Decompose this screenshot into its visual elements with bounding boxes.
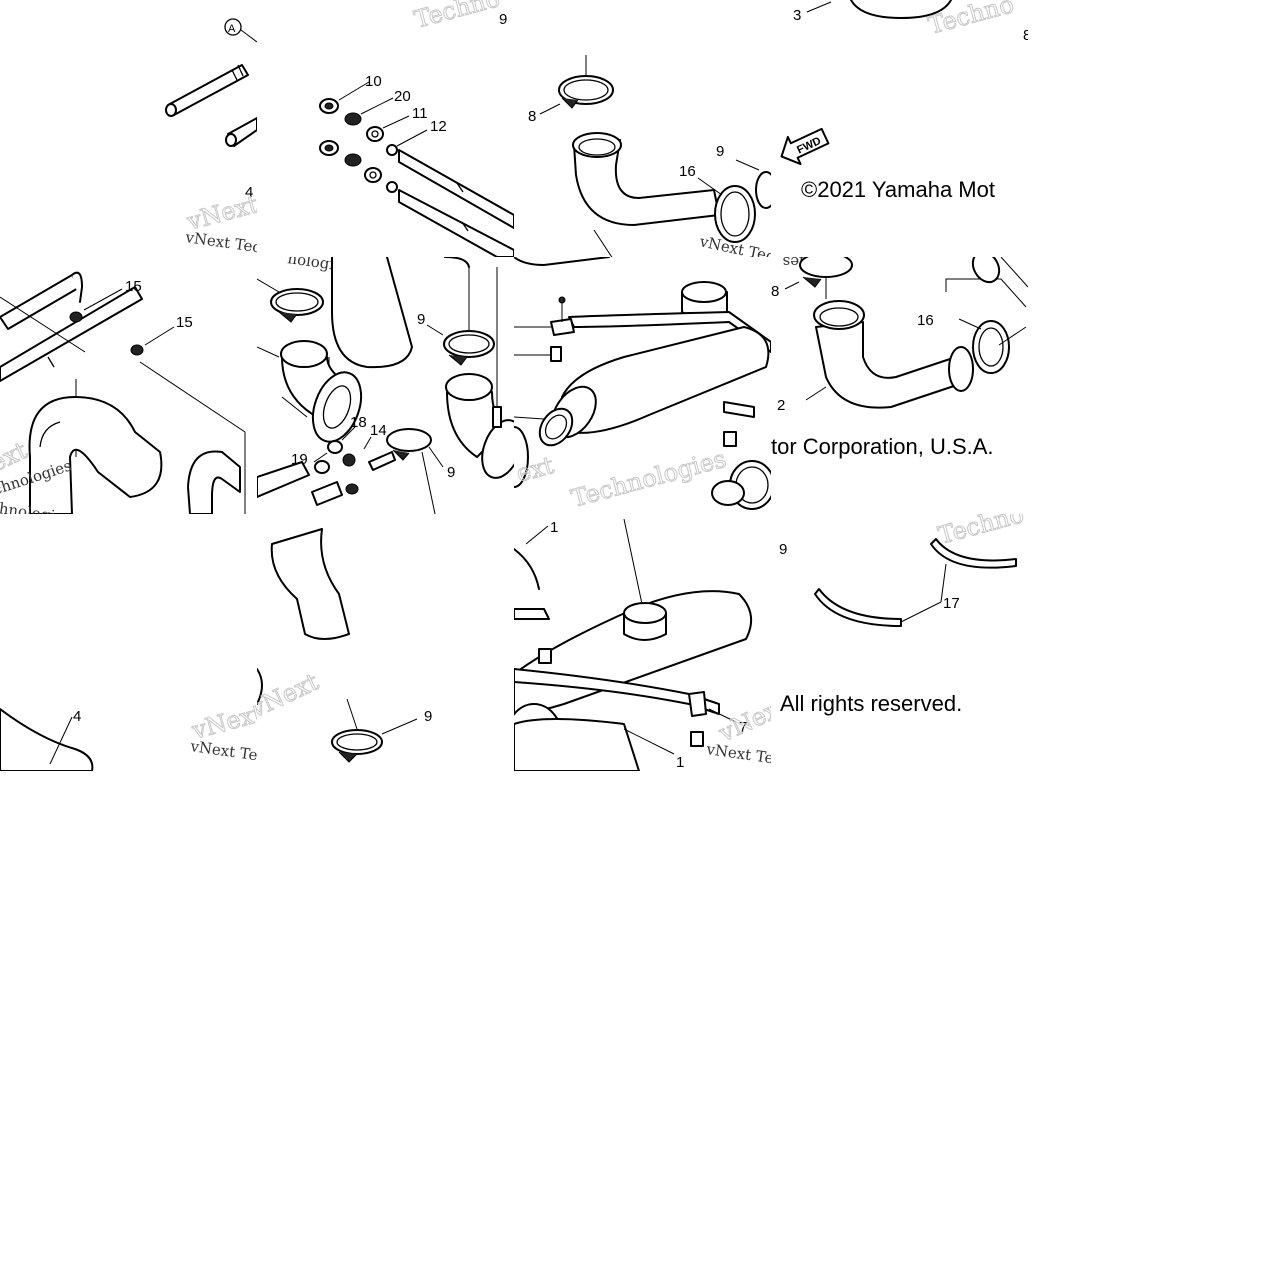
seal-16 (714, 185, 756, 243)
hose-clip-15a (69, 311, 83, 323)
clip-12 (386, 144, 398, 193)
callout-18: 18 (350, 414, 367, 431)
muffler-body (538, 326, 770, 447)
callout-7: 7 (739, 719, 747, 736)
heat-shield-17a (930, 538, 1017, 569)
watermark-techno: Techno (411, 0, 502, 34)
watermark-techno: Techno (935, 514, 1026, 550)
tile-muffler-lower: 1 7 1 vNext vNext Tec (514, 514, 771, 771)
callout-1: 1 (550, 519, 558, 536)
callout-20: 20 (394, 88, 411, 105)
hose-clamp-9-lower (386, 428, 432, 461)
watermark-technologies: Technologies (568, 445, 729, 513)
spring-18 (342, 453, 356, 467)
callout-3: 3 (793, 7, 801, 24)
watermark-vnext: vNext (257, 668, 323, 724)
callout-14: 14 (370, 422, 387, 439)
callout-17: 17 (943, 595, 960, 612)
joint-pipe-upper (572, 132, 720, 226)
callout-8: 8 (771, 283, 779, 300)
watermark-vnext: vNext (714, 692, 771, 748)
hose-clamp-9-bottom (331, 729, 383, 763)
callout-8: 8 (1023, 27, 1028, 44)
seal-upper-right (971, 257, 1001, 284)
seal-16-b (972, 320, 1010, 374)
callout-16: 16 (917, 312, 934, 329)
callout-4: 4 (73, 708, 81, 725)
hose-clamp-9-right (443, 330, 495, 366)
hose-clamp-9-left (270, 288, 324, 323)
copyright-line-3: All rights reserved. (780, 691, 963, 716)
watermark-vnext-tec: vNext Tec (188, 737, 257, 766)
callout-9: 9 (779, 541, 787, 558)
washer-20 (344, 112, 362, 167)
callout-15b: 15 (176, 314, 193, 331)
callout-9: 9 (447, 464, 455, 481)
callout-10: 10 (365, 73, 382, 90)
tile-joint-pipe-upper: 13 8 16 9 vNe (514, 0, 771, 257)
watermark-vnext-tec: vNext Tec (704, 740, 771, 769)
tile-fwd-copyright: Techno 3 8 6 7 5 FWD ©2021 Yamaha Mot (771, 0, 1028, 257)
small-hoses (398, 149, 514, 257)
fwd-arrow-icon: FWD (780, 127, 830, 166)
hose-bend-lower (270, 528, 350, 640)
tile-hose-bends-left: 15 15 ext chnologies chnologies (0, 257, 257, 514)
tile-fittings: Techno 9 10 20 (257, 0, 514, 257)
copyright-line-1: ©2021 Yamaha Mot (801, 177, 995, 202)
fitting-10 (319, 98, 339, 156)
hose-bend-large (28, 396, 163, 514)
callout-8: 8 (528, 108, 536, 125)
hose-clamp-8 (558, 75, 614, 109)
tile-muffler-bottom-left: 4 vNext vNext Tec (0, 514, 257, 771)
callout-9: 9 (417, 311, 425, 328)
mounting-band-upper (568, 311, 771, 353)
elbow-pipe-right (445, 373, 514, 479)
tile-bend-and-clamp: vNext 9 (257, 514, 514, 771)
washer-11 (364, 126, 384, 183)
tile-joint-pipe-2: nologies 8 16 2 (771, 257, 1028, 514)
ref-circle-a (224, 18, 242, 36)
callout-9: 9 (716, 143, 724, 160)
callout-11: 11 (412, 105, 428, 122)
callout-15a: 15 (125, 278, 142, 295)
tile-muffler-upper: ext Technologies (514, 257, 771, 514)
tile-hoses-left: A 4 vNext vNext Tec (0, 0, 257, 257)
callout-1: 1 (676, 754, 684, 771)
clamp-ring-lower (711, 460, 771, 510)
callout-9: 9 (499, 11, 507, 28)
elbow-pipe-left (280, 340, 363, 443)
hose-clip-15b (130, 344, 144, 356)
bolt-14 (368, 451, 396, 471)
breather-hose-lower (225, 117, 257, 147)
watermark-vnext-tec: vNext Tec (183, 228, 257, 257)
ref-label-a: A (228, 23, 236, 35)
tile-elbow-pipes: nologies (257, 257, 514, 514)
callout-12: 12 (430, 118, 447, 135)
heat-shield-17b (814, 588, 902, 627)
tile-heat-shields: 9 Techno 17 All rights reserved. (771, 514, 1028, 771)
callout-16: 16 (679, 163, 696, 180)
washer-19 (314, 440, 343, 474)
copyright-line-2: tor Corporation, U.S.A. (771, 434, 994, 459)
callout-9: 9 (424, 708, 432, 725)
callout-4: 4 (245, 184, 253, 201)
hose-clamp-8-b (799, 257, 853, 288)
breather-hose-upper (165, 64, 249, 117)
joint-pipe-2 (813, 300, 974, 409)
callout-2: 2 (777, 397, 785, 414)
